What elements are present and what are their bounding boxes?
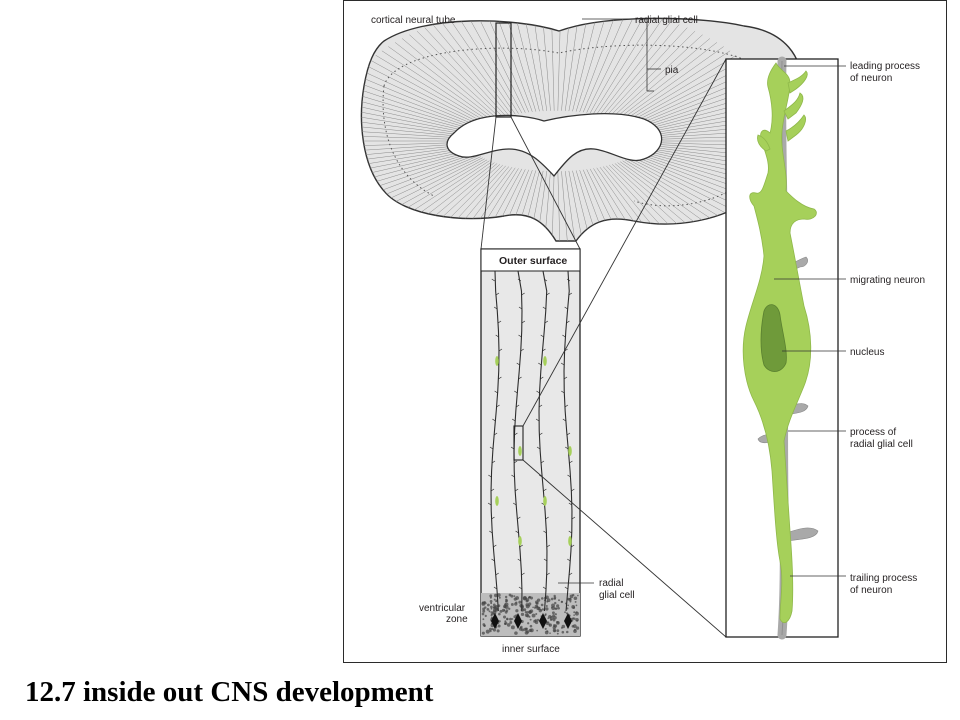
diagram-svg: cortical neural tube radial glial cell p… [360,15,925,655]
cortical-neural-tube [360,17,803,242]
migrating-neuron-detail [725,56,839,640]
slide-caption: 12.7 inside out CNS development [25,676,434,708]
label-nucleus: nucleus [850,347,884,358]
leader-lines [558,18,846,584]
cortical-column [480,248,581,637]
neural-tube-inner-dotted-line [382,44,778,207]
leading-process-branches [757,70,808,152]
label-radial-glial-bottom-line1: radial [599,578,623,589]
zoom-lines-tube-to-column [480,116,581,250]
label-leading-process-line2: of neuron [850,73,892,84]
label-ventricular-zone-line1: ventricular [419,603,466,614]
label-pia: pia [665,65,679,76]
label-outer-surface: Outer surface [499,255,567,267]
label-leading-process-line1: leading process [850,61,920,72]
label-process-radial-line1: process of [850,427,896,438]
label-trailing-process-line2: of neuron [850,585,892,596]
outer-surface-band [480,248,581,272]
neural-tube-sample-box [495,22,512,118]
column-zoom-box [513,425,524,461]
label-radial-glial-cell-top: radial glial cell [635,15,698,26]
zoom-lines-column-to-detail [522,58,727,638]
label-cortical-neural-tube: cortical neural tube [371,15,456,26]
label-trailing-process-line1: trailing process [850,573,917,584]
neuron-nucleus [760,304,787,372]
ventricle-lumen [446,113,663,177]
label-ventricular-zone-line2: zone [446,614,468,625]
label-radial-glial-bottom-line2: glial cell [599,590,635,601]
cns-development-diagram: cortical neural tube radial glial cell p… [343,0,947,663]
label-inner-surface: inner surface [502,644,560,655]
radial-glial-fibers [487,270,576,629]
label-process-radial-line2: radial glial cell [850,439,913,450]
label-migrating-neuron: migrating neuron [850,275,925,286]
